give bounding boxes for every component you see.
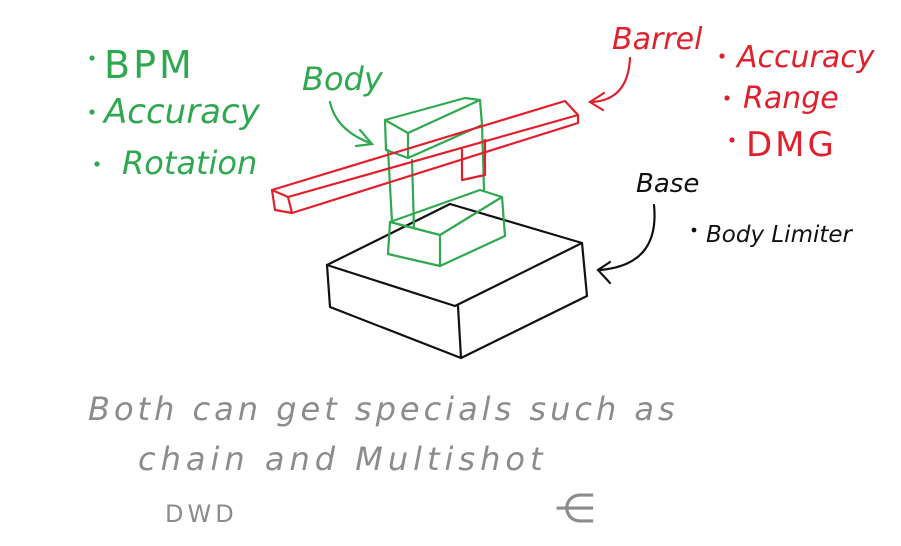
base-block: [325, 202, 589, 360]
note-line-3: DWD: [165, 500, 238, 528]
body-stat-3: Rotation: [122, 144, 257, 182]
barrel-stat-3: DMG: [746, 125, 837, 165]
note-line-1: Both can get specials such as: [88, 390, 679, 428]
bullet-dot: [94, 161, 100, 167]
body-blocks: [383, 96, 507, 268]
note-glyph: ⋲: [555, 486, 595, 532]
body-stat-1: BPM: [104, 43, 195, 87]
barrel-label: Barrel: [612, 22, 703, 57]
bullet-dot: [719, 53, 725, 59]
bullet-dot: [724, 95, 730, 101]
barrel-arrow: [587, 56, 632, 112]
base-arrow: [596, 203, 656, 285]
base-stat-1: Body Limiter: [706, 222, 854, 248]
body-arrow: [328, 100, 375, 148]
bullet-dot: [89, 109, 95, 115]
bullet-dot: [89, 55, 95, 61]
base-label: Base: [636, 169, 699, 199]
note-line-2: chain and Multishot: [138, 440, 548, 478]
body-label: Body: [302, 60, 384, 98]
barrel-stat-1: Accuracy: [735, 40, 876, 75]
barrel-beam: [270, 99, 580, 215]
bullet-dot: [691, 227, 697, 233]
body-stat-2: Accuracy: [102, 92, 261, 132]
bullet-dot: [729, 137, 735, 143]
barrel-stat-2: Range: [743, 81, 839, 116]
